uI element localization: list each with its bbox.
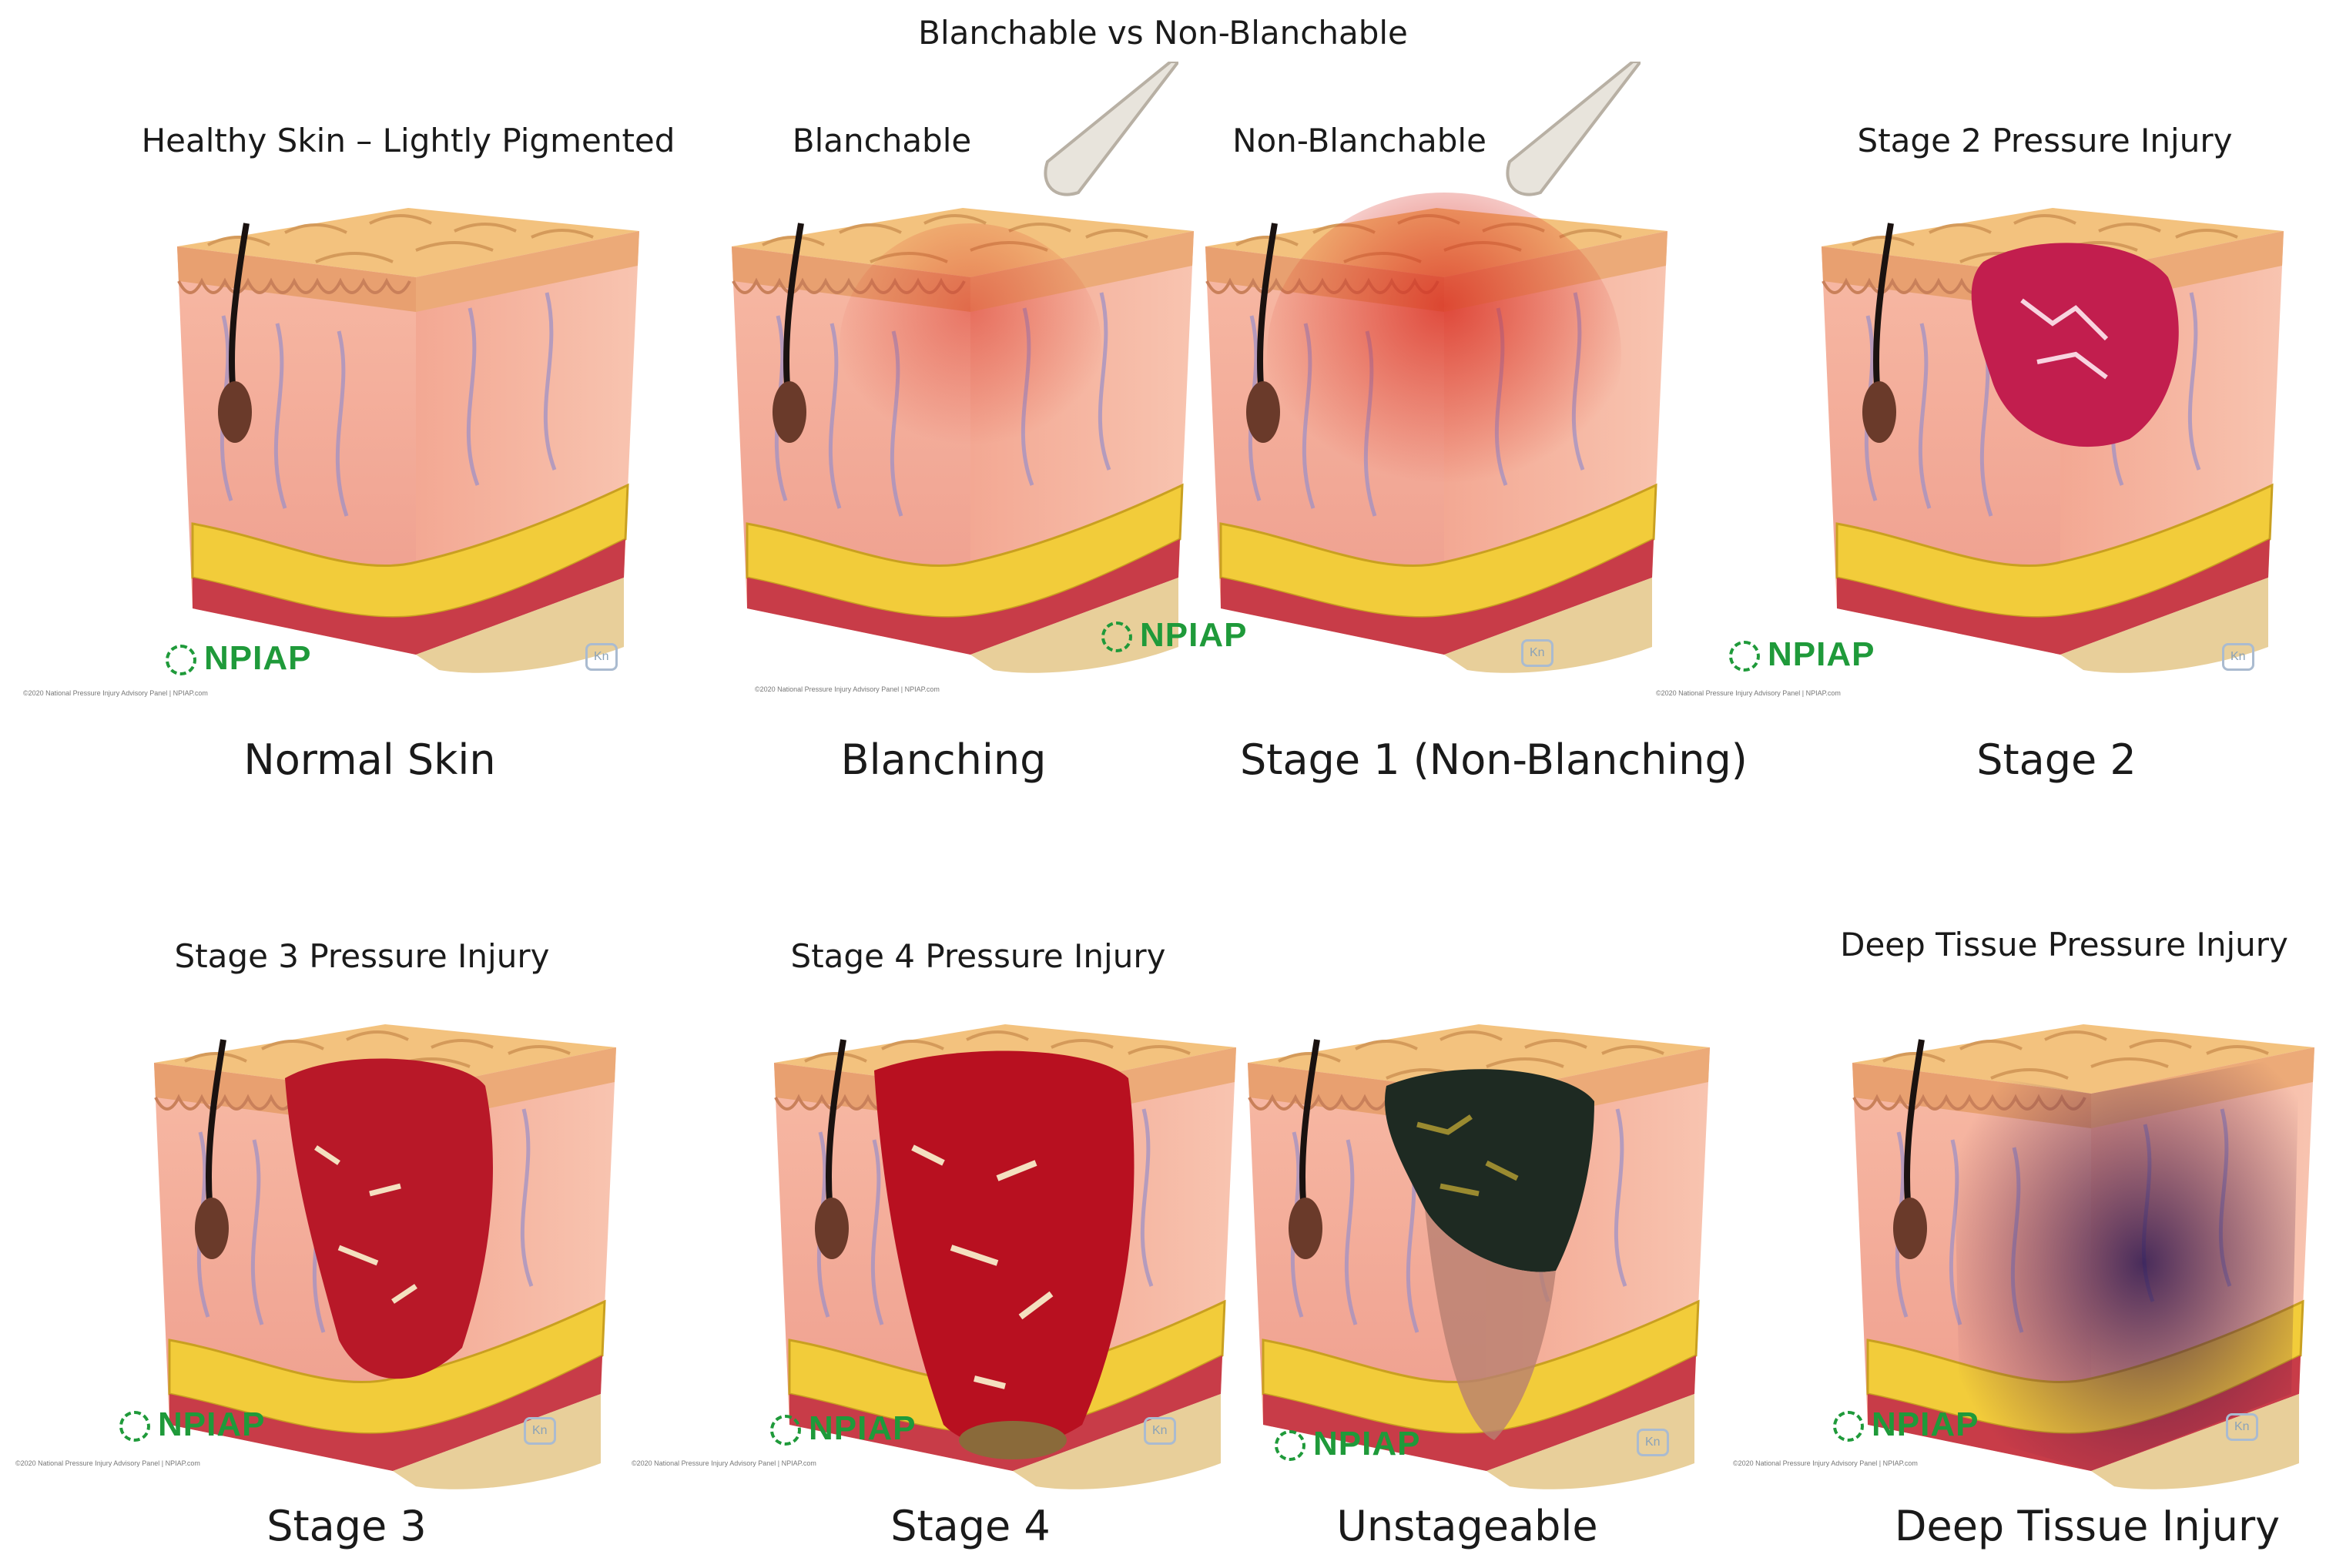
knightime-logo-icon-7: Kn — [2226, 1413, 2258, 1441]
npiap-logo-icon — [166, 645, 196, 676]
panel-header-stage3: Stage 3 Pressure Injury — [174, 937, 550, 975]
panel-header-normal: Healthy Skin – Lightly Pigmented — [141, 122, 675, 159]
panel-header-dti: Deep Tissue Pressure Injury — [1840, 926, 2288, 963]
panel-header-stage2: Stage 2 Pressure Injury — [1857, 122, 2233, 159]
copyright-text-5: ©2020 National Pressure Injury Advisory … — [632, 1459, 816, 1467]
caption-normal: Normal Skin — [243, 735, 496, 784]
knightime-logo-icon: Kn — [585, 643, 618, 671]
skin-diagram-stage2 — [1806, 177, 2299, 685]
npiap-logo: NPIAP — [166, 639, 311, 678]
npiap-logo-icon-5 — [770, 1415, 801, 1446]
copyright-text-4: ©2020 National Pressure Injury Advisory … — [15, 1459, 200, 1467]
knightime-logo-icon-6: Kn — [1637, 1429, 1669, 1456]
skin-diagram-dti — [1837, 993, 2326, 1502]
caption-stage3: Stage 3 — [266, 1502, 427, 1550]
caption-dti: Deep Tissue Injury — [1894, 1502, 2281, 1550]
skin-diagram-unstageable — [1232, 993, 1725, 1502]
npiap-logo-icon-6 — [1275, 1430, 1305, 1462]
npiap-logo-3: NPIAP — [1729, 635, 1875, 674]
skin-diagram-blanching — [716, 177, 1209, 685]
caption-stage4: Stage 4 — [890, 1502, 1051, 1550]
copyright-text-7: ©2020 National Pressure Injury Advisory … — [1733, 1459, 1918, 1467]
panel-header-stage4: Stage 4 Pressure Injury — [790, 937, 1166, 975]
skin-diagram-stage1 — [1190, 177, 1683, 685]
caption-stage2: Stage 2 — [1976, 735, 2137, 784]
knightime-logo-icon-4: Kn — [524, 1417, 556, 1445]
copyright-text-3: ©2020 National Pressure Injury Advisory … — [1656, 689, 1841, 697]
caption-unstageable: Unstageable — [1336, 1502, 1598, 1550]
npiap-logo-icon-4 — [119, 1411, 150, 1442]
copyright-text-2: ©2020 National Pressure Injury Advisory … — [755, 685, 940, 693]
skin-diagram-stage3 — [139, 993, 632, 1502]
gloved-finger-icon-2 — [1506, 62, 1641, 196]
npiap-logo-icon-7 — [1833, 1411, 1864, 1442]
copyright-text: ©2020 National Pressure Injury Advisory … — [23, 689, 208, 697]
knightime-logo-icon-3: Kn — [2222, 643, 2254, 671]
caption-stage1: Stage 1 (Non-Blanching) — [1240, 735, 1748, 784]
npiap-logo-icon-2 — [1101, 622, 1132, 653]
npiap-logo-icon-3 — [1729, 641, 1760, 672]
skin-diagram-stage4 — [759, 993, 1252, 1502]
panel-header-stage1: Non-Blanchable — [1232, 122, 1486, 159]
panel-header-blanching: Blanchable — [792, 122, 972, 159]
npiap-logo-6: NPIAP — [1275, 1425, 1420, 1463]
npiap-logo-5: NPIAP — [770, 1409, 916, 1448]
page-title: Blanchable vs Non-Blanchable — [918, 14, 1408, 52]
caption-blanching: Blanching — [840, 735, 1047, 784]
npiap-logo-7: NPIAP — [1833, 1406, 1979, 1444]
npiap-logo-2: NPIAP — [1101, 616, 1247, 655]
skin-diagram-normal — [162, 177, 655, 685]
gloved-finger-icon — [1044, 62, 1178, 196]
npiap-logo-4: NPIAP — [119, 1406, 265, 1444]
knightime-logo-icon-5: Kn — [1144, 1417, 1176, 1445]
knightime-logo-icon-2: Kn — [1521, 639, 1553, 667]
